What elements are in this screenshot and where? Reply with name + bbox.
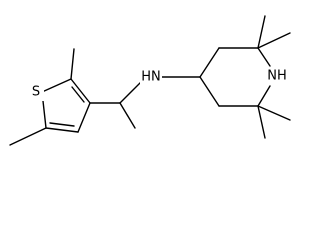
bond-c2p-methyl-a: [257, 15, 266, 49]
bond-c2-c3: [70, 78, 91, 104]
bond-s-c2: [41, 78, 72, 93]
bond-c3-c4: [77, 102, 91, 133]
bond-c4-c5: [45, 127, 79, 133]
thiophene-ring: [41, 78, 91, 133]
bond-c2p-n1: [257, 47, 271, 67]
bond-c5p-c4: [199, 76, 220, 107]
sulfur-atom-label: S: [32, 85, 40, 100]
bond-c4-c3p: [199, 47, 220, 78]
piperidine-nh-label: NH: [267, 69, 287, 84]
double-bond-c4-c5: [49, 122, 75, 127]
piperidine-ring: [199, 47, 271, 107]
bond-ch-methyl: [119, 102, 136, 129]
bond-c2p-methyl-b: [257, 32, 291, 49]
bond-c6p-methyl-b: [257, 105, 266, 139]
molecule-diagram: S HN NH: [9, 15, 291, 146]
amine-nh-label: HN: [141, 70, 161, 85]
bond-n1-c6p: [257, 85, 271, 107]
bond-ch-nh: [119, 81, 142, 104]
bond-c5-methyl: [9, 127, 47, 146]
bond-c6p-methyl-a: [257, 105, 291, 121]
bond-c2-methyl: [70, 48, 75, 80]
double-bond-c2-c3: [71, 86, 85, 103]
